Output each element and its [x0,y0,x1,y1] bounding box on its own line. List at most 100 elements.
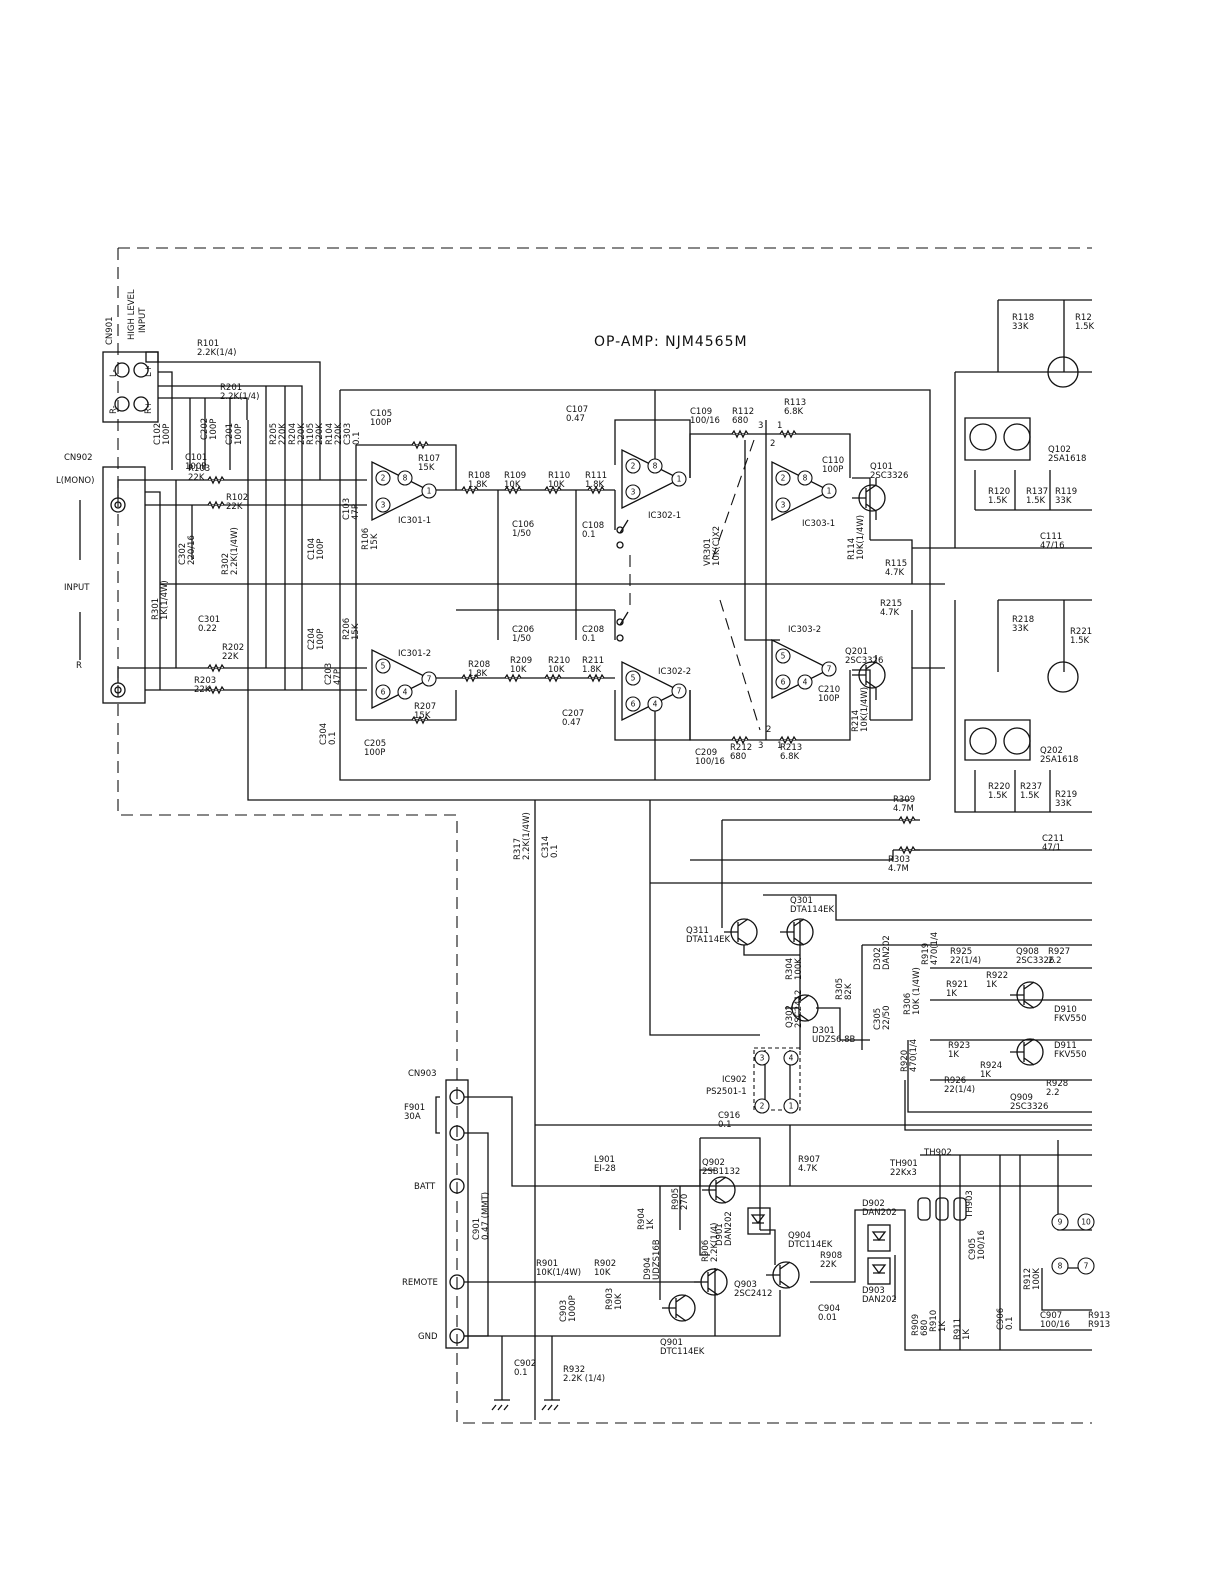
ic303-2-label: IC303-2 [788,625,821,635]
component-value: DAN202 [724,1211,734,1246]
svg-text:6: 6 [631,700,636,709]
svg-text:3: 3 [758,741,763,751]
svg-text:1: 1 [827,487,832,496]
component-value: 0.1 [582,530,596,540]
component-value: 2SC2412 [734,1289,772,1299]
component-ref: D302 [873,947,883,970]
component-ref: R907 [798,1155,820,1165]
component-value: 0.1 [328,731,338,745]
component-ref: R303 [888,855,910,865]
component-value: DTA114EK [686,935,730,945]
component-ref: C104 [307,538,317,560]
component-value: 10K(1/4W) [860,687,870,732]
transistor-q102 [969,423,1031,451]
component-value: 22(1/4) [944,1085,975,1095]
component-ref: R211 [582,656,604,666]
component-value: 470(1/4 [909,1039,919,1072]
svg-text:1: 1 [789,1102,794,1111]
component-ref: TH902 [923,1148,952,1158]
component-ref: R928 [1046,1079,1068,1089]
component-value: 22Kx3 [890,1168,917,1178]
component-ref: R208 [468,660,490,670]
component-ref: D911 [1054,1041,1077,1051]
component-value: EI-28 [594,1164,616,1174]
component-value: 22K [188,473,205,483]
opamp-wiring [145,389,1092,1420]
op-amp-ic303-2: 5 6 4 7 IC303-2 [771,625,837,700]
component-ref: R203 [194,676,216,686]
component-ref: R921 [946,980,968,990]
component-ref: C208 [582,625,604,635]
diode-d902 [867,1224,891,1252]
svg-text:3: 3 [631,488,636,497]
svg-text:4: 4 [403,688,408,697]
component-ref: C303 [343,423,353,445]
resistor-symbol [504,673,522,683]
thermistor-th902 [935,1197,949,1221]
component-ref: R923 [948,1041,970,1051]
component-value: 33K [1012,624,1029,634]
svg-text:4: 4 [789,1054,794,1063]
component-value: 220K [334,423,344,445]
component-ref: R119 [1055,487,1077,497]
cn902-connector: CN902 L(MONO) INPUT R [56,453,146,704]
component-ref: R102 [226,493,248,503]
component-value: 22K [226,502,243,512]
gnd-label: GND [418,1332,438,1342]
component-value: 22(1/4) [950,956,981,966]
svg-text:1: 1 [427,487,432,496]
component-value: 1K [946,989,957,999]
component-value: 6.8K [780,752,800,762]
component-value: 100/16 [695,757,725,767]
component-value: 6.8K [784,407,804,417]
component-value: 1.5K [988,496,1008,506]
transistor-q103 [1047,356,1079,388]
component-ref: C902 [514,1359,536,1369]
control-wiring [535,800,1092,1160]
component-ref: C314 [541,836,551,858]
component-value: 100P [370,418,391,428]
component-value: 2.2K(1/4) [197,348,236,358]
component-ref: R302 [221,553,231,575]
l-mono-label: L(MONO) [56,476,94,486]
component-ref: R209 [510,656,532,666]
component-value: 10K(C)X2 [712,526,722,566]
component-value: 0.1 [352,431,362,445]
component-ref: R237 [1020,782,1042,792]
component-ref: C211 [1042,834,1064,844]
component-ref: C207 [562,709,584,719]
component-value: 33K [1012,322,1029,332]
component-value: 22/50 [882,1006,892,1031]
component-ref: R901 [536,1259,558,1269]
component-value: 1.8K [582,665,602,675]
component-ref: R111 [585,471,607,481]
r-channel-label: R [76,661,82,671]
transistor-q301 [780,918,814,946]
component-value: 2SC3326 [870,471,908,481]
component-value: 1K [980,1070,991,1080]
component-value: FKV550 [1054,1014,1087,1024]
svg-text:2: 2 [760,1102,765,1111]
cn902-label: CN902 [64,453,93,463]
transistor-q903 [694,1268,728,1296]
component-value: 30A [404,1112,421,1122]
